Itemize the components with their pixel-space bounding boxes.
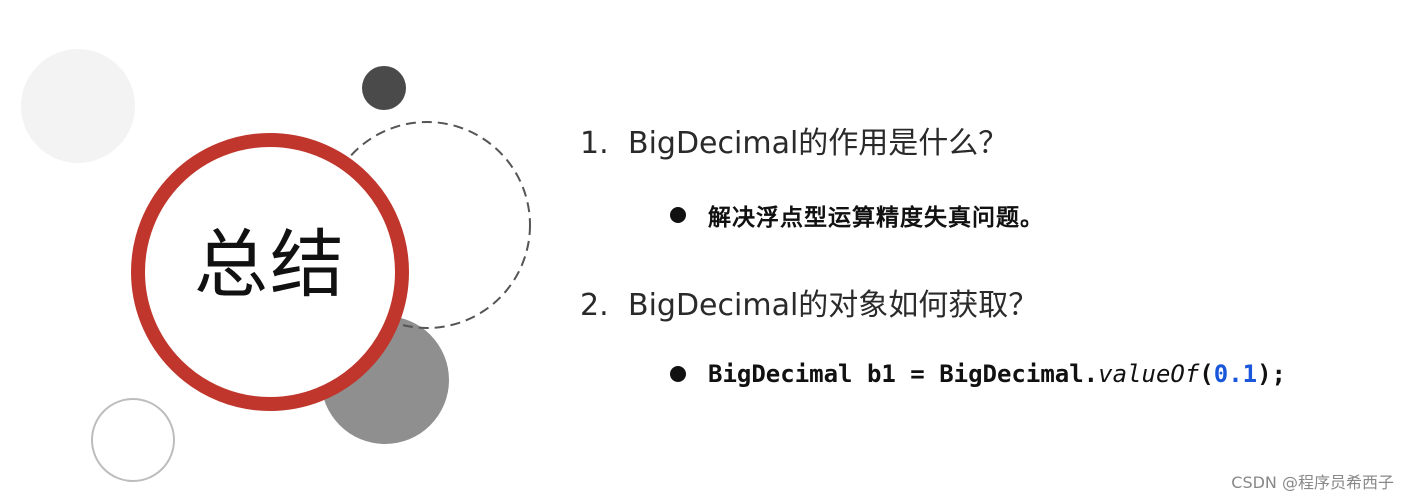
dark-dot (362, 66, 406, 110)
answer-1-text: 解决浮点型运算精度失真问题。 (708, 205, 1044, 231)
title-ring (131, 133, 409, 411)
question-1-text: BigDecimal的作用是什么？ (628, 126, 1009, 161)
page-title: 总结 (194, 222, 346, 308)
outline-circle (91, 398, 175, 482)
answer-2: BigDecimal b1 = BigDecimal.valueOf(0.1); (670, 360, 1286, 388)
watermark: CSDN @程序员希西子 (1231, 473, 1394, 492)
code-number: 0.1 (1213, 360, 1258, 388)
code-method: valueOf (1098, 360, 1200, 388)
answer-2-code: BigDecimal b1 = BigDecimal.valueOf(0.1); (708, 360, 1286, 388)
light-gray-circle (21, 49, 135, 163)
code-open-paren: ( (1199, 360, 1214, 388)
code-prefix: BigDecimal b1 = BigDecimal. (708, 360, 1099, 388)
question-2-number: 2. (580, 288, 609, 323)
answer-1: 解决浮点型运算精度失真问题。 (670, 198, 1044, 232)
question-1-number: 1. (580, 126, 609, 161)
bullet-icon (670, 366, 686, 382)
question-2: 2. BigDecimal的对象如何获取？ (580, 280, 1038, 324)
question-2-text: BigDecimal的对象如何获取？ (628, 288, 1039, 323)
code-close: ); (1257, 360, 1287, 388)
question-1: 1. BigDecimal的作用是什么？ (580, 118, 1008, 162)
bullet-icon (670, 207, 686, 223)
